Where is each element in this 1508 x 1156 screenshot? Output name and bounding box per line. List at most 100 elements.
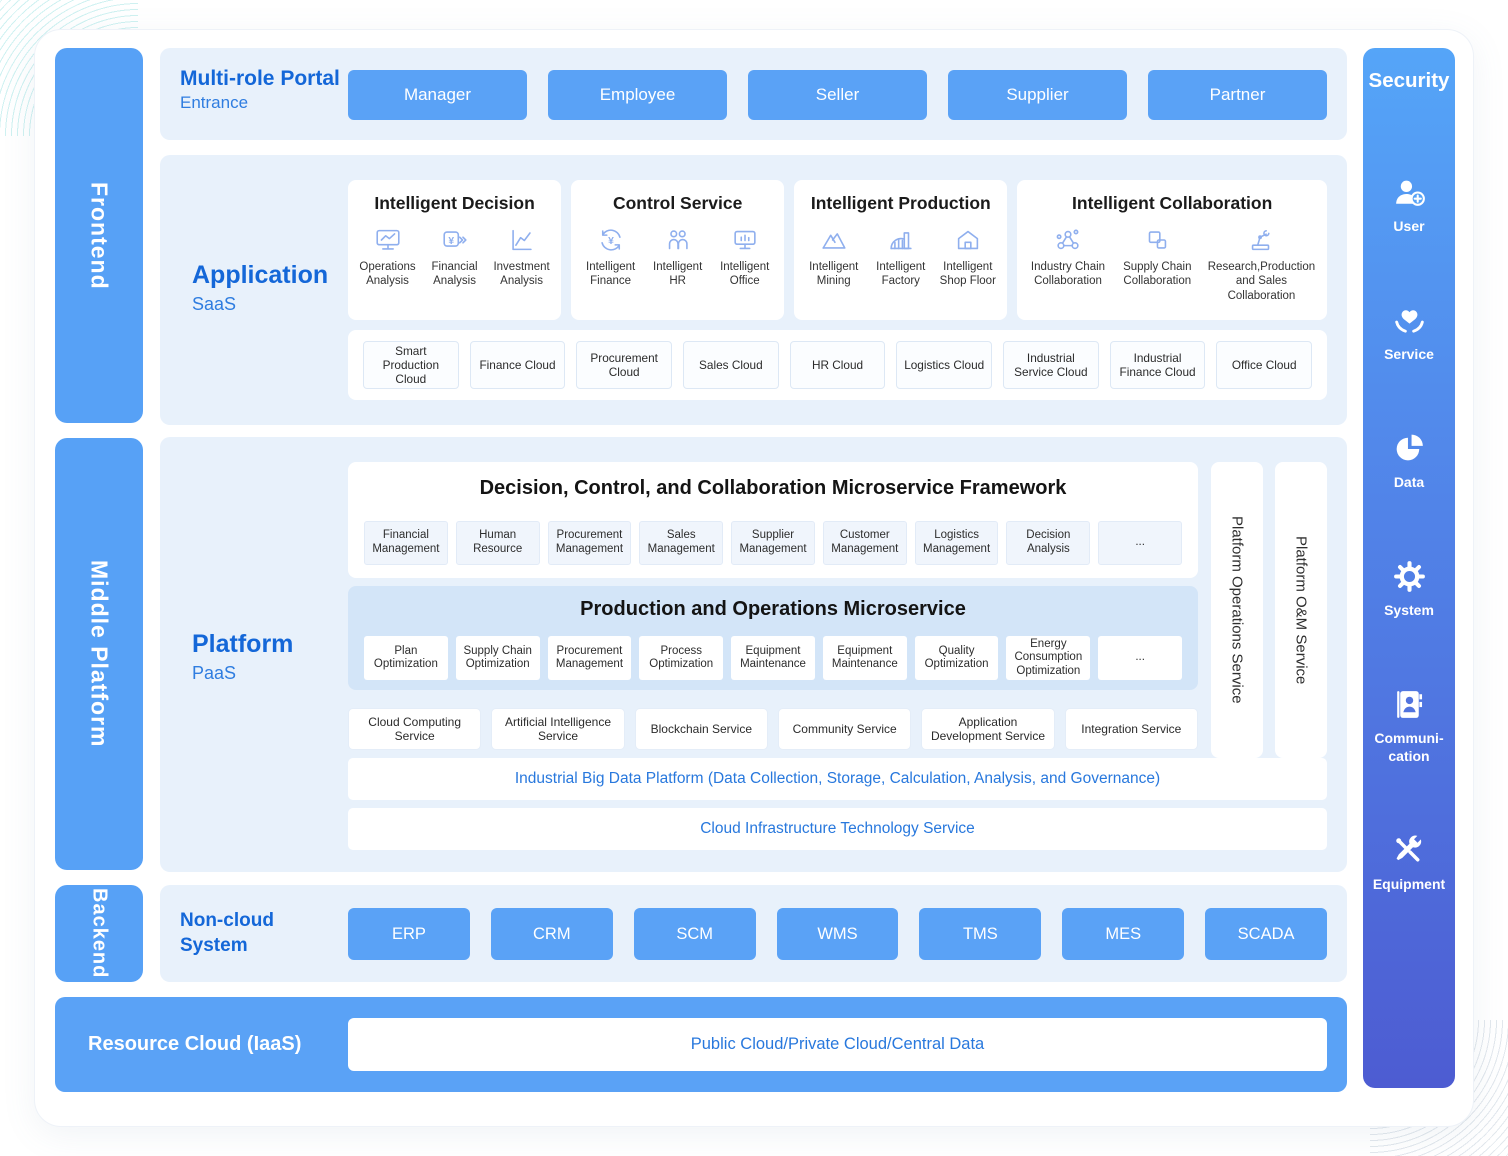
robot-arm-icon: [1252, 230, 1271, 251]
linked-squares-icon: [1148, 231, 1167, 249]
currency-transfer-icon: ¥: [442, 231, 467, 247]
security-item-label: Data: [1393, 473, 1425, 490]
rail-frontend: Frontend: [55, 48, 143, 423]
rail-backend-label: Backend: [88, 888, 111, 979]
service-box: Artificial Intelligence Service: [491, 708, 625, 750]
service-box: Integration Service: [1064, 708, 1198, 750]
production-item: Quality Optimization: [914, 636, 999, 680]
security-sidebar: Security User Service Data System Commun…: [1363, 48, 1455, 1088]
platform-subtitle: PaaS: [192, 662, 237, 683]
platform-operations-service-bar: Platform Operations Service: [1211, 462, 1263, 758]
svg-text:¥: ¥: [448, 236, 454, 247]
app-item: Supply Chain Collaboration: [1113, 225, 1202, 289]
portal-panel: Multi-role Portal Entrance Manager Emplo…: [160, 48, 1347, 140]
service-box: Application Development Service: [921, 708, 1055, 750]
app-item: Intelligent Factory: [869, 225, 933, 289]
cloud-box: HR Cloud: [789, 341, 886, 389]
saas-cloud-row: Smart Production Cloud Finance Cloud Pro…: [348, 330, 1327, 400]
microservice-framework-card: Decision, Control, and Collaboration Mic…: [348, 462, 1198, 578]
monitor-trend-icon: [375, 229, 400, 250]
security-item-system: System: [1368, 558, 1450, 620]
card-intelligent-production: Intelligent Production Intelligent Minin…: [794, 180, 1008, 320]
role-pill-seller: Seller: [748, 70, 927, 120]
framework-title: Decision, Control, and Collaboration Mic…: [479, 477, 1067, 499]
resource-cloud-content: Public Cloud/Private Cloud/Central Data: [348, 1018, 1327, 1071]
card-control-service: Control Service ¥ Intelligent Finance In…: [571, 180, 785, 320]
security-item-label: System: [1384, 602, 1434, 619]
security-item-user: User: [1368, 174, 1450, 236]
framework-item: Sales Management: [639, 521, 724, 565]
user-plus-icon: [1395, 180, 1425, 206]
production-item: Supply Chain Optimization: [455, 636, 540, 680]
app-item: Research,Production and Sales Collaborat…: [1202, 225, 1321, 303]
framework-item: Procurement Management: [547, 521, 632, 565]
system-pill-scada: SCADA: [1205, 908, 1328, 960]
role-pill-partner: Partner: [1148, 70, 1327, 120]
card-title: Intelligent Decision: [374, 193, 535, 213]
security-item-service: Service: [1368, 302, 1450, 364]
rail-middle-platform-label: Middle Platform: [86, 560, 113, 748]
security-item-equipment: Equipment: [1368, 832, 1450, 894]
service-box: Blockchain Service: [634, 708, 768, 750]
production-item: Procurement Management: [547, 636, 632, 680]
system-pill-wms: WMS: [776, 908, 899, 960]
system-pill-scm: SCM: [633, 908, 756, 960]
people-icon: [668, 230, 688, 250]
framework-item: Logistics Management: [914, 521, 999, 565]
cloud-box: Sales Cloud: [683, 341, 779, 389]
security-item-label: Service: [1384, 345, 1434, 362]
big-data-platform-bar: Industrial Big Data Platform (Data Colle…: [348, 758, 1327, 800]
app-item-label: Industry Chain Collaboration: [1030, 261, 1106, 288]
backend-label-line2: System: [180, 934, 248, 956]
hands-heart-icon: [1394, 310, 1424, 333]
platform-om-service-label: Platform O&M Service: [1292, 535, 1310, 685]
app-item: Operations Analysis: [355, 225, 419, 289]
service-box: Cloud Computing Service: [348, 708, 482, 750]
production-title: Production and Operations Microservice: [580, 598, 966, 620]
cloud-box: Logistics Cloud: [896, 341, 993, 389]
production-item-more: ...: [1098, 636, 1183, 680]
resource-cloud-label: Resource Cloud (IaaS): [88, 1033, 302, 1055]
security-item-label: Equipment: [1372, 875, 1446, 892]
app-item-label: Intelligent Finance: [586, 261, 636, 288]
portal-title: Multi-role Portal: [180, 67, 340, 90]
backend-panel: Non-cloud System ERP CRM SCM WMS TMS MES…: [160, 885, 1347, 982]
framework-item: Human Resource: [455, 521, 540, 565]
production-microservice-card: Production and Operations Microservice P…: [348, 586, 1198, 690]
app-item-label: Investment Analysis: [493, 261, 550, 288]
backend-system-pills: ERP CRM SCM WMS TMS MES SCADA: [348, 908, 1328, 960]
card-intelligent-decision: Intelligent Decision Operations Analysis…: [348, 180, 562, 320]
system-pill-crm: CRM: [490, 908, 613, 960]
system-pill-tms: TMS: [919, 908, 1042, 960]
system-pill-erp: ERP: [348, 908, 470, 960]
app-item: Intelligent HR: [645, 225, 709, 289]
framework-item-more: ...: [1098, 521, 1183, 565]
application-cards: Intelligent Decision Operations Analysis…: [348, 180, 1327, 320]
card-title: Intelligent Collaboration: [1072, 193, 1273, 213]
app-item: Intelligent Office: [713, 225, 777, 289]
cloud-box: Finance Cloud: [469, 341, 566, 389]
contact-book-icon: [1396, 691, 1422, 719]
gear-icon: [1393, 561, 1425, 592]
cloud-infrastructure-bar: Cloud Infrastructure Technology Service: [348, 808, 1327, 850]
app-item: ¥ Financial Analysis: [422, 225, 486, 289]
service-box: Community Service: [777, 708, 912, 750]
app-item-label: Financial Analysis: [431, 261, 478, 288]
framework-item: Customer Management: [822, 521, 907, 565]
app-item-label: Intelligent Shop Floor: [939, 261, 996, 288]
app-item: Investment Analysis: [489, 225, 553, 289]
portal-subtitle: Entrance: [180, 93, 249, 113]
production-item: Equipment Maintenance: [822, 636, 907, 680]
application-subtitle: SaaS: [192, 293, 237, 314]
security-title: Security: [1368, 69, 1450, 92]
security-item-data: Data: [1368, 430, 1450, 492]
security-item-communication: Communi-cation: [1368, 686, 1450, 765]
pie-chart-icon: [1396, 434, 1423, 461]
card-title: Control Service: [612, 193, 743, 213]
production-item: Process Optimization: [639, 636, 724, 680]
framework-item: Financial Management: [364, 521, 448, 565]
card-intelligent-collaboration: Intelligent Collaboration Industry Chain…: [1017, 180, 1327, 320]
app-item: Intelligent Shop Floor: [936, 225, 1000, 289]
cloud-box: Industrial Service Cloud: [1003, 341, 1099, 389]
